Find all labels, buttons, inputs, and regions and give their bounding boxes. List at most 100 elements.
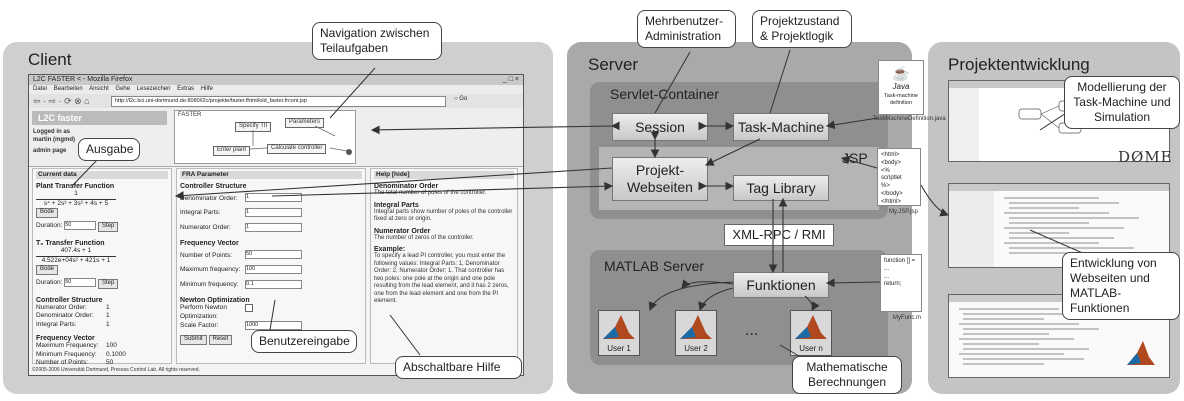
modellierung-callout: Modellierung der Task-Machine und Simula… — [1064, 76, 1180, 129]
browser-menubar: Datei Bearbeiten Ansicht Gehe Lesezeiche… — [29, 85, 523, 94]
nav-node[interactable]: Enter plant — [213, 146, 251, 156]
help-h2: Integral Parts — [374, 201, 419, 209]
denominator-input[interactable]: 1 — [245, 193, 302, 203]
bode-button[interactable]: Bode — [36, 265, 59, 275]
min-freq-input[interactable]: 0.1 — [245, 279, 302, 289]
nav-graph-lines — [249, 125, 352, 155]
duration-input[interactable]: 50 — [64, 277, 97, 287]
newton-heading: Newton Optimization — [180, 297, 250, 305]
bode-button[interactable]: Bode — [36, 208, 59, 219]
admin-link[interactable]: admin page — [33, 148, 67, 154]
app-logo: L2C faster — [32, 111, 167, 125]
browser-title: L2C FASTER < - Mozilla Firefox — [33, 76, 133, 83]
integral-input[interactable]: 1 — [245, 208, 302, 218]
fra-row: Maximum frequency: 100 — [180, 265, 362, 275]
user-label: User 2 — [684, 344, 708, 353]
go-label: Go — [459, 96, 468, 102]
matlab-logo-icon — [680, 315, 712, 339]
browser-titlebar: L2C FASTER < - Mozilla Firefox _ □ × — [29, 75, 523, 85]
client-panel-title: Client — [28, 50, 72, 69]
projekt-panel-title: Projektentwicklung — [948, 55, 1090, 74]
current-data-title: Current data — [36, 171, 168, 180]
m-doc: function [] = ... ... return; — [880, 254, 922, 312]
nav-arrows-icon[interactable]: ⇦ · ⇨ · ⟳ ⊗ ⌂ — [33, 96, 90, 106]
help-h1: Denominator Order — [374, 183, 439, 191]
nav-node[interactable]: Calculate controller — [267, 144, 327, 154]
plant-tf-den: s⁴ + 2s³ + 3s² + 4s + 5 — [43, 199, 109, 207]
users-ellipsis: ... — [745, 322, 759, 339]
cs-label: Denominator Order: — [36, 312, 94, 320]
fra-row: Perform Newton Optimization: — [180, 304, 362, 321]
cs-value: 1 — [106, 320, 110, 328]
fra-label: Integral Parts: — [180, 209, 221, 217]
java-caption: TaskMachineDefinition.java — [873, 116, 946, 122]
fv-row: Number of Points: 50 — [36, 359, 168, 367]
fv-label: Minimum Frequency: — [36, 350, 97, 358]
menu-item[interactable]: Extras — [177, 86, 195, 92]
duration-row-1: Duration: 50 Step — [36, 221, 168, 233]
t0-tf-heading: T₀ Transfer Function — [36, 240, 105, 248]
duration-row-2: Duration: 50 Step — [36, 277, 168, 289]
url-field[interactable]: http://l2c.bci.uni-dortmund.de:8080/l2c/… — [111, 96, 446, 107]
fra-row: Minimum frequency:0.1 — [180, 279, 362, 290]
user-box: User 2 — [675, 310, 717, 356]
step-button[interactable]: Step — [98, 222, 119, 233]
newton-checkbox[interactable] — [245, 304, 253, 313]
java-doc-text: Task-machine definition — [884, 92, 918, 106]
browser-footer: ©2005-2006 Universität Dortmund, Process… — [32, 367, 200, 373]
menu-item[interactable]: Datei — [33, 86, 48, 92]
fra-row: Denominator Order:1 — [180, 193, 362, 203]
fv-value: 0.1000 — [106, 350, 126, 358]
java-doc: ☕ Java Task-machine definition — [878, 60, 924, 115]
jsp-caption: My.JSP.jsp — [889, 209, 918, 215]
menu-item[interactable]: Hilfe — [200, 86, 213, 92]
fra-label: Scale Factor: — [180, 322, 219, 330]
server-panel-title: Server — [588, 55, 639, 74]
t0-tf-num: 407.4s + 1 — [36, 247, 116, 257]
numerator-input[interactable]: 1 — [245, 222, 302, 232]
dome-logo: DØME — [1118, 148, 1173, 166]
cs-value: 1 — [106, 312, 110, 320]
bode-button-1-wrap: Bode — [36, 208, 168, 219]
fv-label: Number of Points: — [36, 359, 89, 366]
duration-input[interactable]: 50 — [64, 221, 97, 231]
session-box: Session — [612, 113, 708, 141]
bode-button-2-wrap: Bode — [36, 265, 168, 275]
projekt-webseiten-box: Projekt- Webseiten — [612, 157, 708, 201]
help-title[interactable]: Help [hide] — [374, 171, 514, 180]
fra-buttons: Submit Reset — [180, 334, 362, 345]
cs-row: Integral Parts:1 — [36, 321, 168, 329]
window-controls[interactable]: _ □ × — [502, 76, 519, 83]
fra-cs-heading: Controller Structure — [180, 183, 247, 191]
menu-item[interactable]: Bearbeiten — [53, 86, 83, 92]
num-points-input[interactable]: 50 — [245, 250, 302, 260]
fv-value: 50 — [106, 359, 114, 366]
step-button[interactable]: Step — [98, 279, 119, 289]
navigation-graph: FASTER Specify TII Parameters Enter plan… — [174, 110, 356, 164]
logged-in-text: Logged in as martin (mgmd) — [33, 129, 75, 143]
go-button[interactable]: ○ Go — [454, 96, 468, 102]
app-header: L2C faster Logged in as martin (mgmd) ad… — [29, 108, 523, 167]
fra-row: Integral Parts: 1 — [180, 208, 362, 218]
fra-label: Numerator Order: — [180, 223, 231, 231]
fra-label: Number of Points: — [180, 251, 233, 259]
user-box: User 1 — [598, 310, 640, 356]
duration-label: Duration: — [36, 222, 63, 230]
menu-item[interactable]: Ansicht — [89, 86, 109, 92]
menu-item[interactable]: Lesezeichen — [136, 86, 171, 92]
nav-node[interactable]: Parameters — [285, 118, 325, 128]
max-freq-input[interactable]: 100 — [245, 265, 302, 275]
user-box: User n — [790, 310, 832, 356]
fv-row: Maximum Frequency:100 — [36, 342, 168, 350]
reset-button[interactable]: Reset — [208, 334, 233, 345]
fv-heading: Frequency Vector — [36, 335, 95, 343]
submit-button[interactable]: Submit — [180, 334, 207, 345]
scale-factor-input[interactable]: 1000 — [245, 321, 302, 331]
matlab-editor-graphic — [949, 295, 1169, 365]
user-label: User n — [799, 344, 823, 353]
fv-value: 100 — [106, 342, 117, 350]
menu-item[interactable]: Gehe — [115, 86, 131, 92]
fra-label: Maximum frequency: — [180, 266, 241, 274]
jsp-doc: <html> <body> <% scriptlet %> </body> </… — [877, 148, 921, 206]
matlab-server-label: MATLAB Server — [604, 258, 705, 274]
